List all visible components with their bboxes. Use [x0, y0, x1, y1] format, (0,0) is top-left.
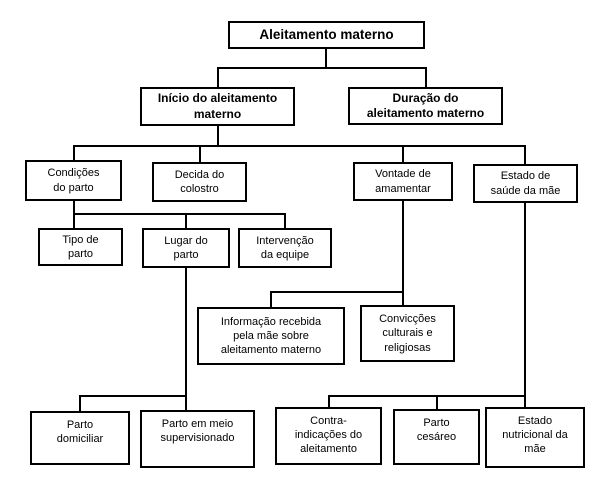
node-estado-nutricional-da-mae: Estado nutricional da mãe [485, 407, 585, 468]
node-parto-domiciliar: Parto domiciliar [30, 411, 130, 465]
node-estado-de-saude-da-mae: Estado de saúde da mãe [473, 164, 578, 203]
node-duracao-do-aleitamento: Duração do aleitamento materno [348, 87, 503, 125]
node-inicio-do-aleitamento: Início do aleitamento materno [140, 87, 295, 126]
node-parto-supervisionado: Parto em meio supervisionado [140, 410, 255, 468]
node-decida-do-colostro: Decida do colostro [152, 162, 247, 202]
node-lugar-do-parto: Lugar do parto [142, 228, 230, 268]
node-contraindicacoes-aleitamento: Contra- indicações do aleitamento [275, 407, 382, 465]
node-aleitamento-materno: Aleitamento materno [228, 21, 425, 49]
node-vontade-de-amamentar: Vontade de amamentar [353, 162, 453, 201]
node-informacao-recebida: Informação recebida pela mãe sobre aleit… [197, 307, 345, 365]
node-conviccoes-culturais: Convicções culturais e religiosas [360, 305, 455, 362]
node-condicoes-do-parto: Condições do parto [25, 160, 122, 201]
node-parto-cesareo: Parto cesáreo [393, 409, 480, 465]
node-tipo-de-parto: Tipo de parto [38, 228, 123, 266]
node-intervencao-da-equipe: Intervenção da equipe [238, 228, 332, 268]
